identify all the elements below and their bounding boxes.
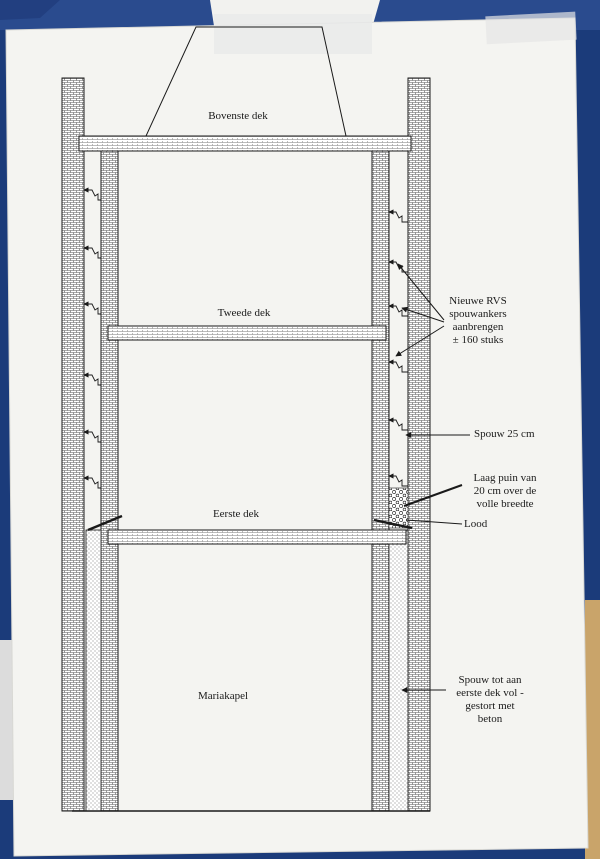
anchors-left: [83, 187, 101, 489]
spouwankers-line-2: spouwankers: [449, 308, 507, 320]
label-tweede-dek: Tweede dek: [217, 307, 271, 319]
concrete-fill-right: [388, 529, 409, 812]
beton-line-4: beton: [477, 713, 503, 725]
spouwankers-line-1: Nieuwe RVS: [449, 295, 507, 307]
label-beton: Spouw tot aan eerste dek vol - gestort m…: [456, 674, 524, 726]
lead-flashing-right: [373, 518, 413, 530]
label-spouwankers: Nieuwe RVS spouwankers aanbrengen ± 160 …: [449, 295, 506, 347]
beton-line-1: Spouw tot aan: [458, 674, 522, 686]
puin-line-2: 20 cm over de: [473, 485, 537, 497]
slab-top: [78, 135, 412, 152]
paper-sheet: [5, 17, 589, 857]
lead-flashing-left: [87, 514, 123, 532]
outer-wall-left: [61, 77, 85, 812]
leader-lines: [395, 263, 470, 693]
beton-line-3: gestort met: [465, 700, 515, 712]
beton-line-2: eerste dek vol -: [456, 687, 524, 699]
slab-first: [107, 529, 407, 545]
label-bovenste-dek: Bovenste dek: [208, 110, 268, 122]
label-eerste-dek: Eerste dek: [212, 508, 260, 520]
outer-wall-right: [407, 77, 431, 812]
label-mariakapel: Mariakapel: [197, 690, 249, 702]
label-puin: Laag puin van 20 cm over de volle breedt…: [474, 472, 537, 511]
slab-second: [107, 325, 387, 341]
inner-wall-left: [100, 150, 119, 812]
spouwankers-line-3: aanbrengen: [452, 321, 504, 333]
inner-wall-right: [371, 150, 390, 812]
spouwankers-line-4: ± 160 stuks: [452, 334, 504, 346]
puin-line-1: Laag puin van: [473, 472, 537, 484]
label-lood: Lood: [464, 518, 488, 530]
concrete-fill-left: [85, 529, 102, 812]
rubble-layer: [388, 487, 409, 529]
label-spouw: Spouw 25 cm: [474, 428, 535, 440]
puin-line-3: volle breedte: [476, 498, 534, 510]
